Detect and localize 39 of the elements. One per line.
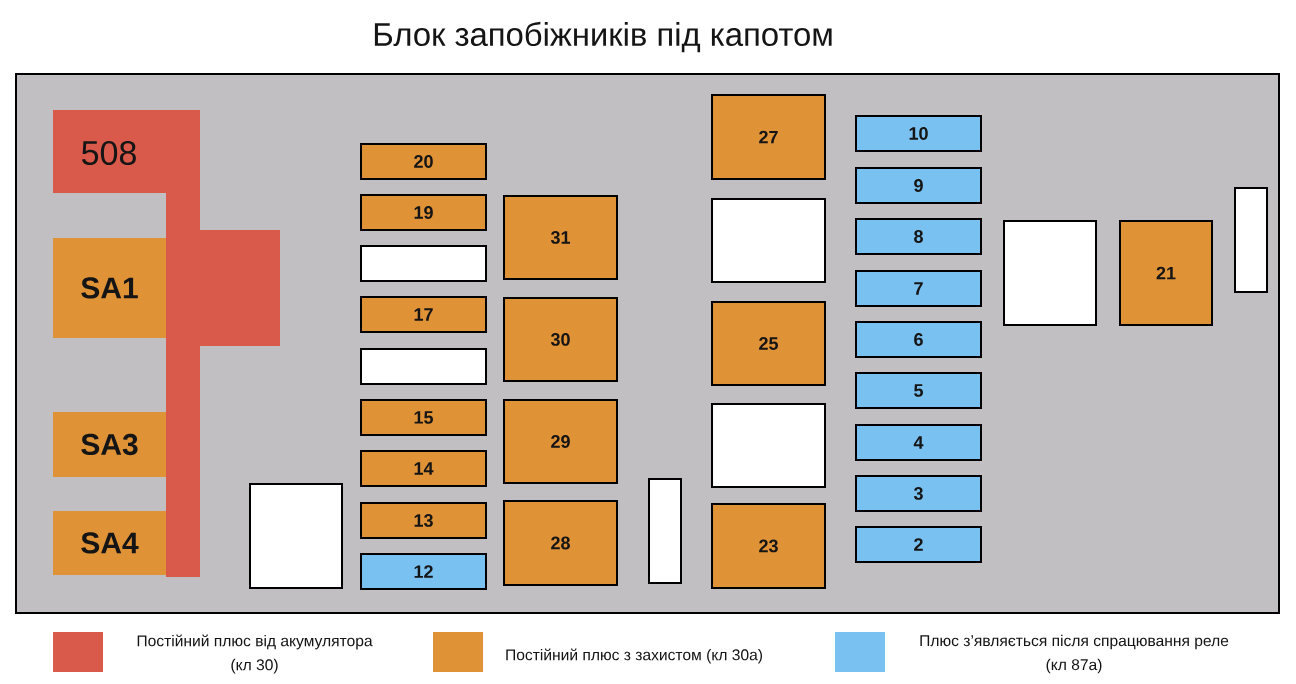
fuse: 15 [360, 399, 487, 436]
relay: 27 [711, 94, 826, 180]
relay: 31 [503, 195, 618, 280]
empty-slot [360, 245, 487, 282]
legend-label: Постійний плюс від акумулятора (кл 30) [137, 634, 373, 674]
empty-slot [360, 348, 487, 385]
empty-slot [1234, 187, 1268, 293]
title: Блок запобіжників під капотом [374, 21, 832, 53]
fuse: 17 [360, 296, 487, 333]
empty-slot [249, 483, 343, 589]
fuse: 2 [855, 526, 982, 563]
relay: 28 [503, 500, 618, 586]
fuse: 19 [360, 194, 487, 231]
fuse: 20 [360, 143, 487, 180]
relay: 25 [711, 301, 826, 386]
legend-label: Постійний плюс з захистом (кл 30а) [506, 648, 762, 664]
fuse: 9 [855, 167, 982, 204]
fuse: 4 [855, 424, 982, 461]
empty-slot [648, 478, 682, 584]
fuse: 12 [360, 553, 487, 590]
empty-slot [1003, 220, 1097, 326]
fuse: 13 [360, 502, 487, 539]
relay: 21 [1119, 220, 1213, 326]
fuse: 10 [855, 115, 982, 152]
relay: 29 [503, 399, 618, 484]
legend-label: Плюс з’являється після спрацювання реле (кл 87а) [920, 634, 1229, 674]
relay: 23 [711, 503, 826, 589]
fuse: 3 [855, 475, 982, 512]
empty-slot [711, 198, 826, 283]
fuse: 6 [855, 321, 982, 358]
relay: 30 [503, 297, 618, 382]
main-fuse: SA3 [53, 412, 166, 477]
empty-slot [711, 403, 826, 488]
fuse: 7 [855, 270, 982, 307]
main-fuse: SA1 [53, 238, 166, 338]
main-fuse: SA4 [53, 511, 166, 575]
fuse: 8 [855, 218, 982, 255]
fuse: 5 [855, 372, 982, 409]
fuse: 14 [360, 450, 487, 487]
